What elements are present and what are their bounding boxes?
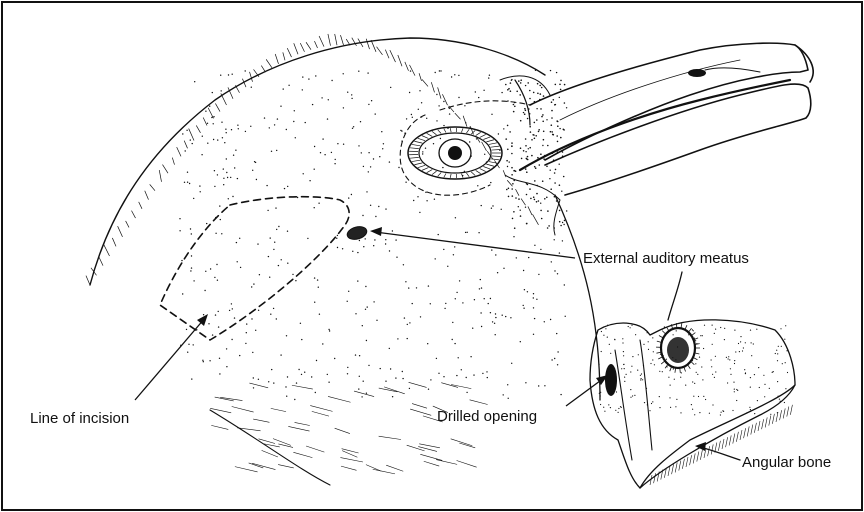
drilled-opening-hole: [605, 364, 617, 396]
label-external-auditory-meatus: External auditory meatus: [583, 250, 749, 267]
label-angular-bone: Angular bone: [742, 454, 831, 471]
eye-pupil: [448, 146, 462, 160]
auditory-meatus-inset-dark: [667, 337, 689, 363]
label-drilled-opening: Drilled opening: [437, 408, 537, 425]
label-line-of-incision: Line of incision: [30, 410, 129, 427]
